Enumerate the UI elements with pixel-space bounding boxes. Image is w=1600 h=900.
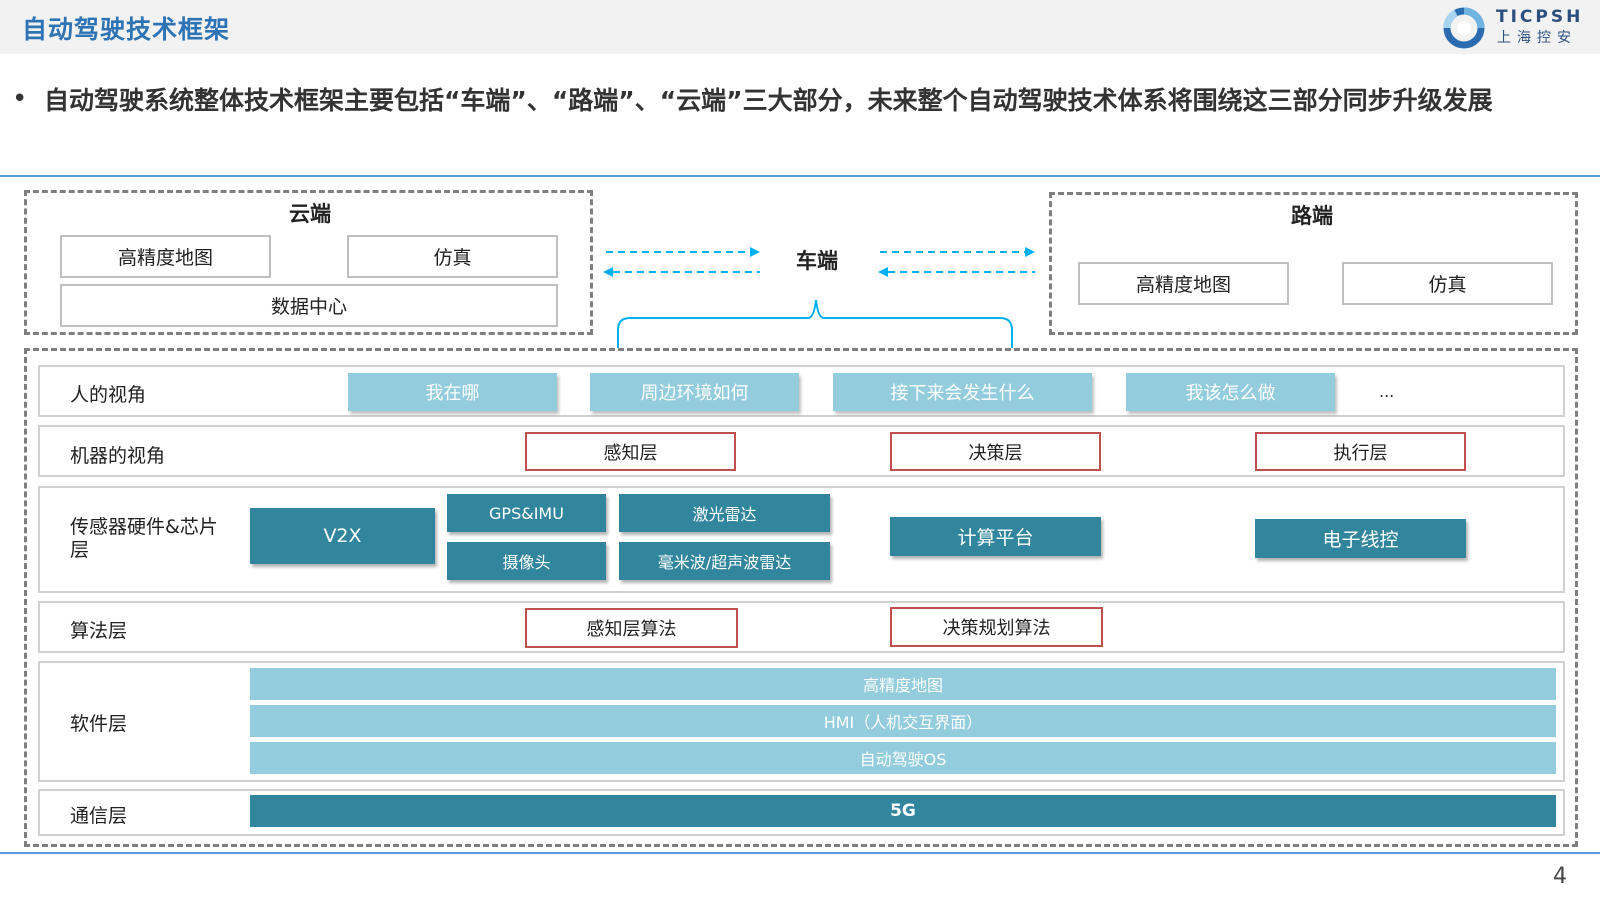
divider-top [0,175,1600,177]
road-title: 路端 [1291,204,1333,228]
vehicle-brace [617,299,1013,348]
sensor-item-lidar: 激光雷达 [619,494,830,532]
sensor-item-v2x: V2X [250,508,435,564]
page-number: 4 [1553,864,1567,889]
cloud-item-data-center: 数据中心 [60,284,558,327]
row-label-sensor: 传感器硬件&芯片层 [70,516,218,561]
vehicle-road-arrows [878,247,1035,277]
road-item-simulation: 仿真 [1342,262,1553,305]
row-label-machine: 机器的视角 [70,445,166,467]
bullet-text: 自动驾驶系统整体技术框架主要包括“车端”、“路端”、“云端”三大部分，未来整个自… [44,86,1493,115]
cloud-item-hd-map: 高精度地图 [60,235,271,278]
human-item-where: 我在哪 [348,373,557,411]
row-label-algorithm: 算法层 [70,620,128,642]
slide-title: 自动驾驶技术框架 [22,15,231,44]
software-item-hd-map: 高精度地图 [250,668,1556,700]
divider-bottom [0,852,1600,854]
vehicle-title: 车端 [796,249,838,273]
sensor-item-radar: 毫米波/超声波雷达 [619,542,830,580]
row-algorithm [38,601,1565,653]
bullet-icon: • [12,84,28,114]
human-item-environment: 周边环境如何 [590,373,799,411]
software-item-os: 自动驾驶OS [250,742,1556,774]
machine-item-decision: 决策层 [890,432,1101,471]
algorithm-item-planning: 决策规划算法 [890,607,1103,647]
cloud-vehicle-arrows [603,247,760,277]
human-item-next: 接下来会发生什么 [833,373,1092,411]
algorithm-item-perception: 感知层算法 [525,608,738,648]
ticpsh-logo-icon [1443,7,1485,49]
machine-item-execution: 执行层 [1255,432,1466,471]
machine-item-perception: 感知层 [525,432,736,471]
software-item-hmi: HMI（人机交互界面） [250,705,1556,737]
logo-cn: 上海控安 [1497,30,1577,46]
sensor-item-camera: 摄像头 [447,542,606,580]
row-label-human: 人的视角 [70,384,147,406]
human-item-action: 我该怎么做 [1126,373,1335,411]
logo [1442,6,1592,50]
header-bar [0,0,1600,54]
logo-name: TICPSH [1496,7,1584,27]
row-human-view [38,365,1565,417]
road-item-hd-map: 高精度地图 [1078,262,1289,305]
cloud-section [24,190,593,335]
sensor-item-compute: 计算平台 [890,517,1101,556]
road-section [1049,192,1578,335]
vehicle-section [24,348,1578,847]
sensor-item-drive-by-wire: 电子线控 [1255,519,1466,558]
row-label-software: 软件层 [70,713,128,735]
comm-item-5g: 5G [250,795,1556,827]
row-label-comm: 通信层 [70,805,128,827]
human-more: ... [1379,382,1395,401]
cloud-title: 云端 [289,202,331,226]
cloud-item-simulation: 仿真 [347,235,558,278]
sensor-item-gps-imu: GPS&IMU [447,494,606,532]
